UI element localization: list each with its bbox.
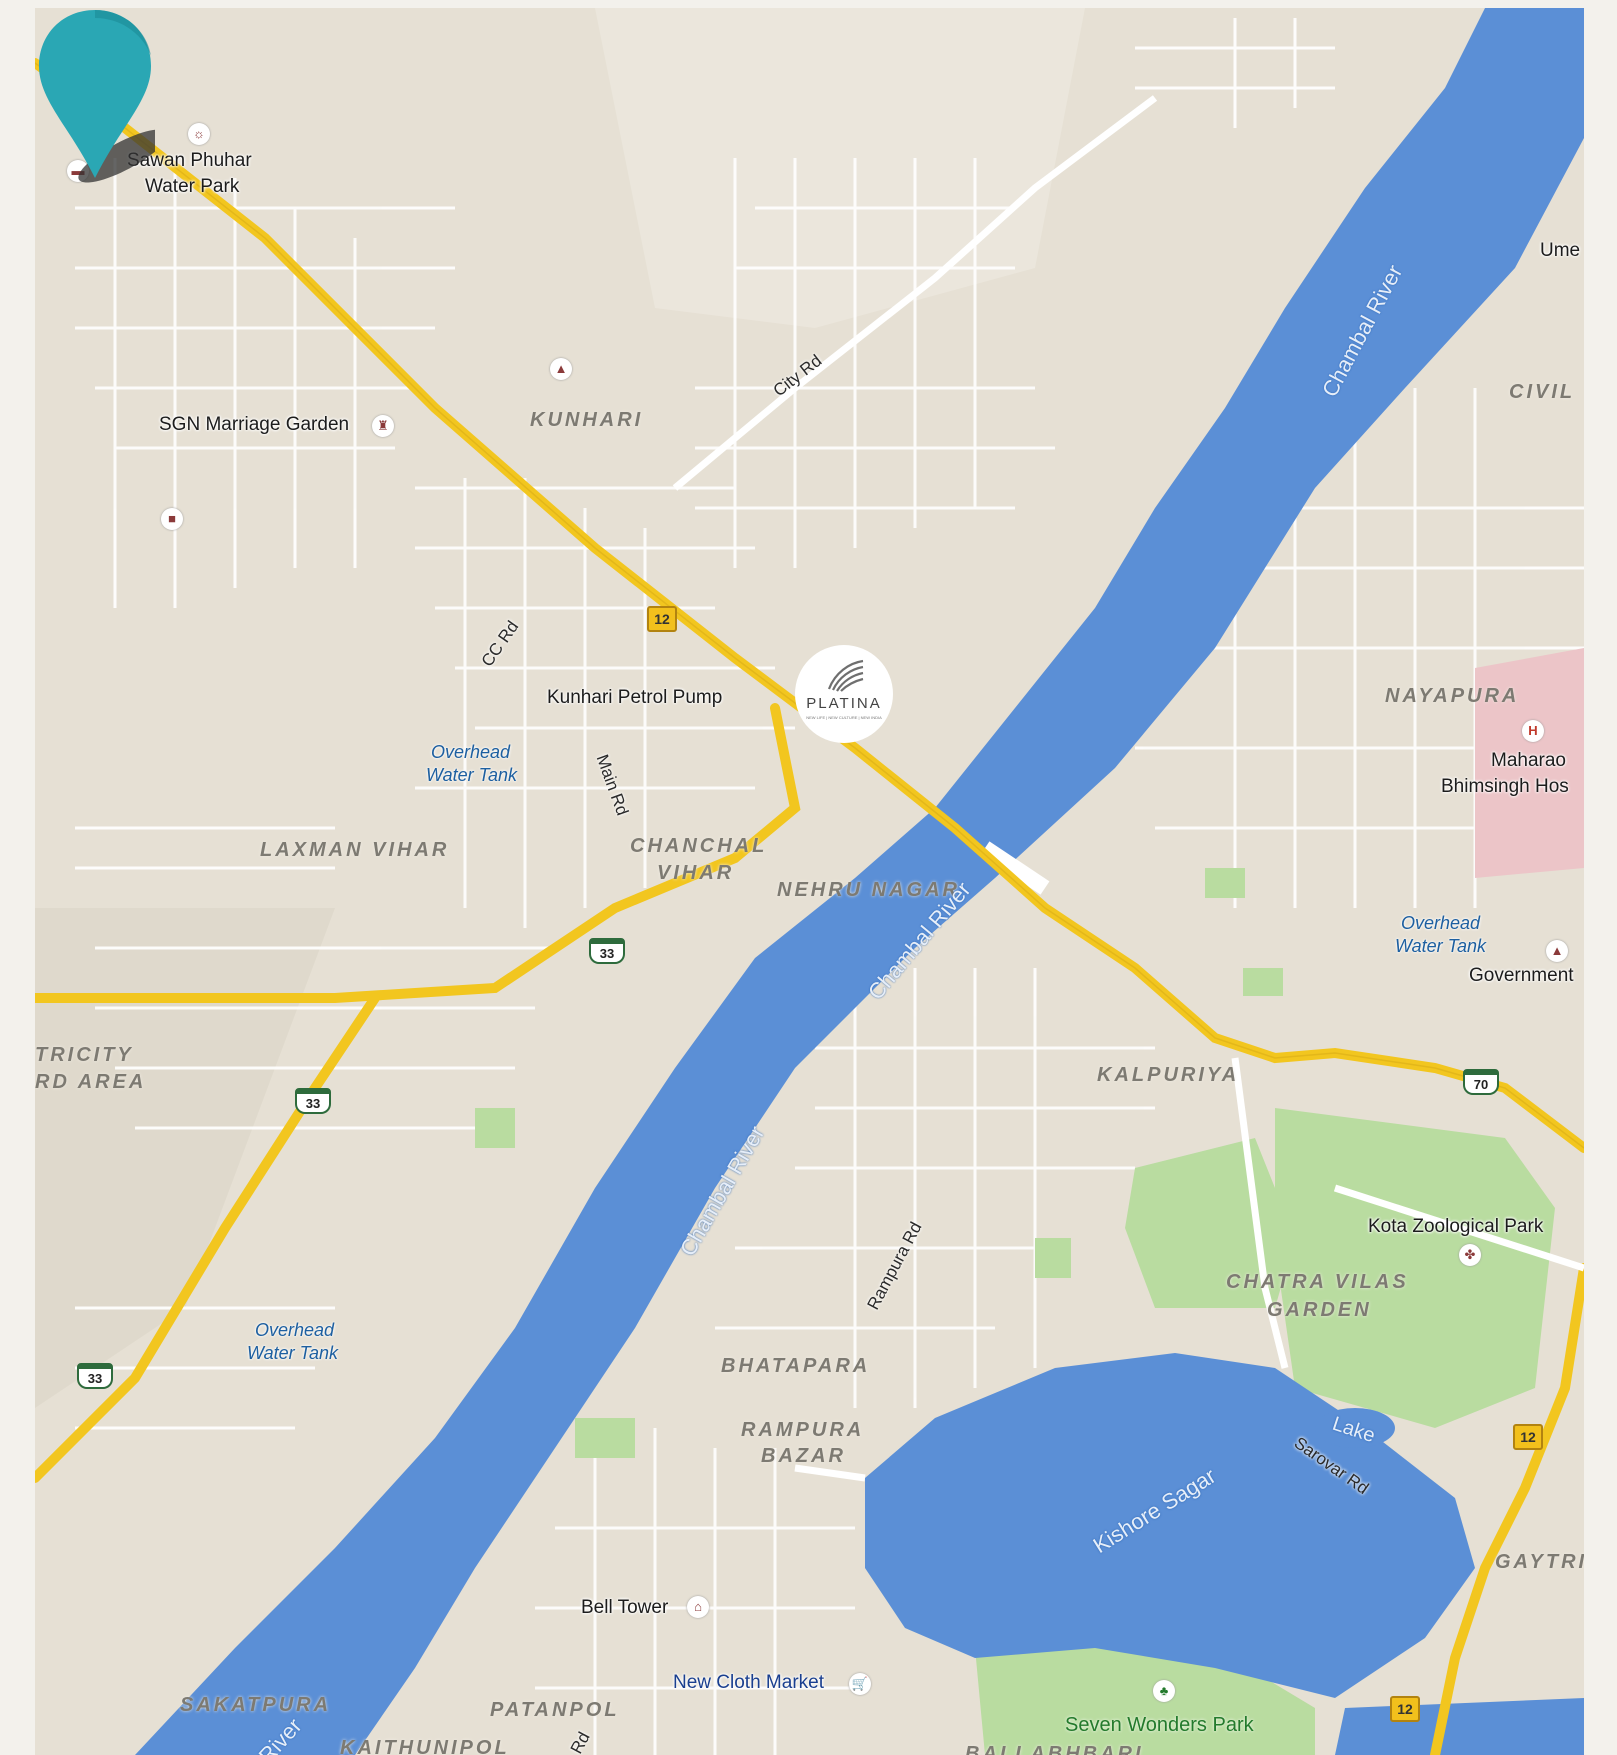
tank-c-line1: Overhead: [255, 1320, 335, 1340]
area-patanpol: PATANPOL: [490, 1699, 620, 1721]
area-bhatapara: BHATAPARA: [721, 1355, 871, 1377]
nh33-shield-southwest: 33: [77, 1363, 113, 1389]
feather-logo-icon: [827, 659, 864, 692]
area-sakatpura: SAKATPURA: [180, 1694, 332, 1716]
sh12-shield-east: 12: [1513, 1424, 1543, 1450]
area-electricity-line2: RD AREA: [35, 1071, 147, 1093]
area-kalpuriya: KALPURIYA: [1097, 1064, 1240, 1086]
marker-brand: PLATINA: [806, 695, 882, 712]
location-pin-icon[interactable]: [35, 8, 155, 188]
area-electricity-line1: TRICITY: [35, 1044, 134, 1066]
marker-tagline: NEW LIFE | NEW CULTURE | NEW INDIA: [806, 715, 882, 720]
sh12-shield-south: 12: [1390, 1696, 1420, 1722]
tank-a-line2: Water Tank: [426, 765, 518, 785]
area-rampura-bazar-line2: BAZAR: [761, 1445, 846, 1467]
poi-bell-tower[interactable]: Bell Tower: [581, 1597, 669, 1618]
area-chanchal-vihar-line1: CHANCHAL: [630, 835, 768, 857]
poi-government[interactable]: Government: [1469, 965, 1574, 986]
area-kunhari: KUNHARI: [530, 409, 644, 431]
area-kaithunipol: KAITHUNIPOL: [340, 1737, 510, 1755]
shopping-cart-icon[interactable]: 🛒: [849, 1673, 871, 1695]
poi-water-park-line1[interactable]: Sawan Phuhar: [127, 150, 252, 171]
school-icon[interactable]: ▲: [550, 358, 572, 380]
park-tree-icon[interactable]: ♣: [1153, 1680, 1175, 1702]
poi-seven-wonders-park[interactable]: Seven Wonders Park: [1065, 1714, 1254, 1736]
poi-new-cloth-market[interactable]: New Cloth Market: [673, 1672, 824, 1693]
venue-icon[interactable]: ♜: [372, 415, 394, 437]
tank-c-line2: Water Tank: [247, 1343, 339, 1363]
area-nayapura: NAYAPURA: [1385, 685, 1520, 707]
poi-kota-zoological-park[interactable]: Kota Zoological Park: [1368, 1216, 1544, 1237]
area-chatra-vilas-line2: GARDEN: [1267, 1299, 1372, 1321]
nh70-shield-east: 70: [1463, 1069, 1499, 1095]
area-chatra-vilas-line1: CHATRA VILAS: [1226, 1271, 1409, 1293]
tank-a-line1: Overhead: [431, 742, 511, 762]
poi-water-park-line2[interactable]: Water Park: [145, 176, 240, 197]
poi-hospital-line1[interactable]: Maharao: [1491, 750, 1566, 771]
area-ballabhbari: BALLABHBARI: [965, 1743, 1144, 1755]
water-park-icon[interactable]: ☼: [188, 123, 210, 145]
area-chanchal-vihar-line2: VIHAR: [657, 862, 735, 884]
tank-b-line1: Overhead: [1401, 913, 1481, 933]
map-base: [35, 8, 1584, 1755]
tank-b-line2: Water Tank: [1395, 936, 1487, 956]
area-laxman-vihar: LAXMAN VIHAR: [260, 839, 450, 861]
area-nehru-nagar: NEHRU NAGAR: [777, 879, 960, 901]
poi-kunhari-petrol-pump[interactable]: Kunhari Petrol Pump: [547, 687, 723, 708]
sh12-shield-north: 12: [647, 606, 677, 632]
poi-hospital-line2[interactable]: Bhimsingh Hos: [1441, 776, 1569, 797]
map-canvas[interactable]: KUNHARI LAXMAN VIHAR CHANCHAL VIHAR NEHR…: [35, 8, 1584, 1755]
nh33-shield-center: 33: [589, 938, 625, 964]
landmark-icon[interactable]: ⌂: [687, 1596, 709, 1618]
nh33-shield-west: 33: [295, 1088, 331, 1114]
area-gaytri: GAYTRI: [1495, 1551, 1584, 1573]
poi-sgn-marriage-garden[interactable]: SGN Marriage Garden: [159, 414, 350, 435]
area-civil: CIVIL: [1509, 381, 1576, 403]
college-icon[interactable]: ▲: [1546, 940, 1568, 962]
poi-ume[interactable]: Ume: [1540, 240, 1581, 261]
hospital-icon[interactable]: H: [1522, 720, 1544, 742]
zoo-icon[interactable]: ✤: [1459, 1244, 1481, 1266]
area-rampura-bazar-line1: RAMPURA: [741, 1419, 865, 1441]
place-marker-icon[interactable]: ■: [161, 508, 183, 530]
platina-logo[interactable]: PLATINA NEW LIFE | NEW CULTURE | NEW IND…: [795, 645, 893, 743]
